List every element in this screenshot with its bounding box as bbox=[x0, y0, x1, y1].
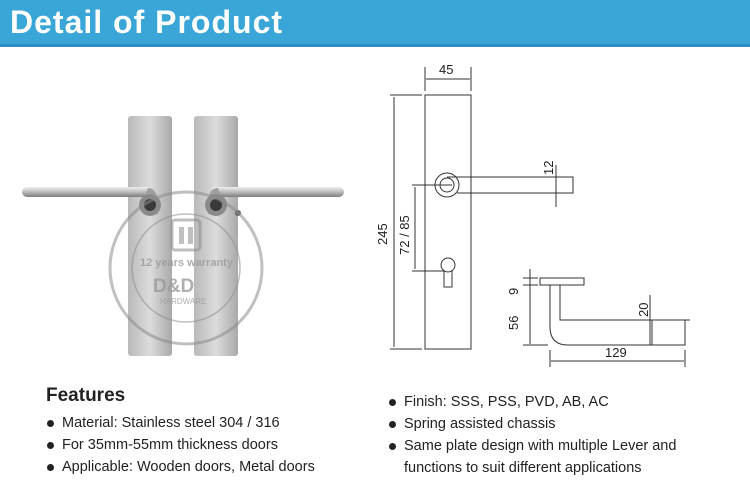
dim-lever-height: 56 bbox=[506, 316, 521, 330]
left-backplate bbox=[128, 116, 172, 356]
list-item: Applicable: Wooden doors, Metal doors bbox=[46, 456, 366, 478]
header-stripe bbox=[0, 44, 750, 47]
bullet-icon bbox=[389, 443, 396, 450]
technical-drawing: 45 245 72 / 85 12 9 56 20 129 bbox=[375, 62, 690, 367]
bullet-icon bbox=[389, 421, 396, 428]
list-item: Finish: SSS, PSS, PVD, AB, AC bbox=[388, 391, 733, 413]
dim-center: 72 / 85 bbox=[397, 215, 412, 255]
features-left-list: Material: Stainless steel 304 / 316 For … bbox=[46, 412, 366, 478]
header-banner: Detail of Product bbox=[0, 0, 750, 44]
bullet-icon bbox=[47, 464, 54, 471]
list-item: For 35mm-55mm thickness doors bbox=[46, 434, 366, 456]
dim-lever-thickness: 12 bbox=[541, 161, 556, 175]
dim-width: 45 bbox=[439, 62, 453, 77]
bullet-icon bbox=[47, 420, 54, 427]
bullet-icon bbox=[389, 399, 396, 406]
watermark-sub: HARDWARE bbox=[160, 297, 206, 306]
bullet-icon bbox=[47, 442, 54, 449]
features-title: Features bbox=[46, 385, 126, 406]
dim-rose-thickness: 9 bbox=[506, 288, 521, 295]
right-lever bbox=[210, 187, 344, 197]
lock-icon bbox=[170, 218, 202, 252]
dim-lever-20: 20 bbox=[636, 303, 651, 317]
list-item: Material: Stainless steel 304 / 316 bbox=[46, 412, 366, 434]
side-rose bbox=[539, 277, 585, 286]
list-item-continuation: functions to suit different applications bbox=[404, 460, 642, 476]
product-photo: 12 years warranty D&D HARDWARE bbox=[22, 116, 344, 356]
features-right-list: Finish: SSS, PSS, PVD, AB, AC Spring ass… bbox=[388, 391, 733, 479]
list-item: Spring assisted chassis bbox=[388, 413, 733, 435]
list-item: Same plate design with multiple Lever an… bbox=[388, 435, 733, 457]
watermark-seal bbox=[108, 190, 264, 346]
left-lever bbox=[22, 187, 154, 197]
plate-outline bbox=[424, 94, 472, 350]
page-title: Detail of Product bbox=[10, 4, 284, 40]
right-backplate bbox=[194, 116, 238, 356]
watermark-brand: D&D bbox=[153, 276, 194, 297]
dim-height: 245 bbox=[375, 223, 390, 245]
dim-lever-length: 129 bbox=[605, 345, 627, 360]
watermark-warranty: 12 years warranty bbox=[140, 257, 234, 269]
